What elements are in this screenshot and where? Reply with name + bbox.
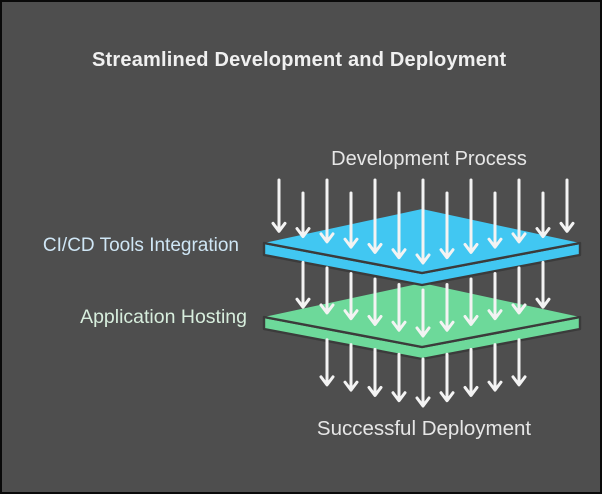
page-title: Streamlined Development and Deployment: [92, 49, 507, 71]
label-development-process: Development Process: [331, 148, 527, 170]
flow-arrows: [271, 178, 575, 408]
label-application-hosting: Application Hosting: [80, 306, 247, 328]
label-cicd-tools-integration: CI/CD Tools Integration: [42, 235, 239, 256]
label-successful-deployment: Successful Deployment: [316, 417, 532, 440]
